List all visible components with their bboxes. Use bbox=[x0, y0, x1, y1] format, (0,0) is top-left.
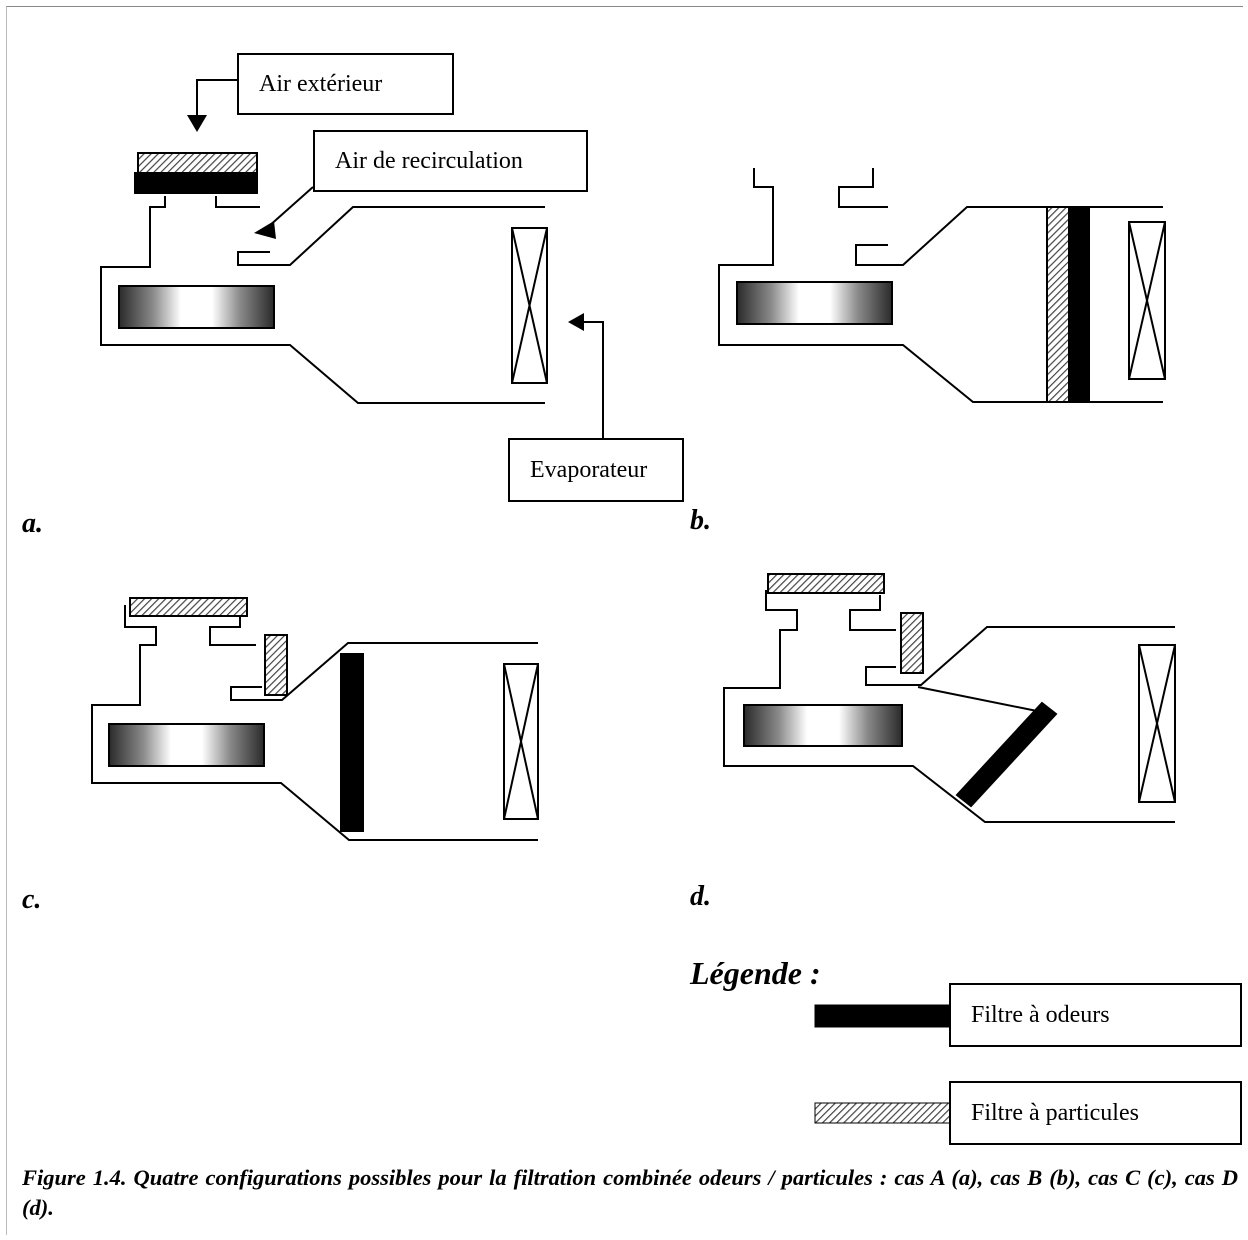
panel-c-odor-filter bbox=[340, 653, 364, 832]
panel-a-inlet-left bbox=[100, 196, 545, 404]
legend-odor-swatch bbox=[814, 1004, 952, 1028]
panel-a-diagram bbox=[100, 79, 604, 443]
label-air-recirculation: Air de recirculation bbox=[313, 130, 588, 192]
panel-d-particle-filter-side bbox=[900, 612, 924, 674]
panel-d-label: d. bbox=[690, 881, 711, 912]
panel-c-label: c. bbox=[22, 884, 42, 915]
panel-b-label: b. bbox=[690, 505, 711, 536]
panel-d-diagram bbox=[723, 573, 1176, 823]
panel-c-diagram bbox=[91, 597, 539, 841]
panel-b-diagram bbox=[718, 168, 1166, 403]
panel-a-particle-filter bbox=[137, 152, 258, 174]
legend-odor-filter-label: Filtre à odeurs bbox=[949, 983, 1242, 1047]
arrow-air-recirculation bbox=[267, 186, 314, 228]
legend-swatches bbox=[814, 1004, 952, 1124]
panel-c-particle-filter-side bbox=[264, 634, 288, 696]
arrow-evaporateur bbox=[582, 321, 604, 443]
legend-particle-swatch bbox=[814, 1102, 952, 1124]
panel-a-label: a. bbox=[22, 508, 43, 539]
panel-a-blower bbox=[118, 285, 275, 329]
label-evaporateur: Evaporateur bbox=[508, 438, 684, 502]
panel-b-odor-filter bbox=[1068, 206, 1090, 403]
legend-particle-filter-label: Filtre à particules bbox=[949, 1081, 1242, 1145]
label-air-exterieur: Air extérieur bbox=[237, 53, 454, 115]
panel-a-inlet-right bbox=[215, 196, 260, 208]
panel-b-particle-filter bbox=[1046, 206, 1070, 403]
arrow-air-exterieur bbox=[196, 79, 238, 118]
panel-d-particle-filter-top bbox=[767, 573, 885, 594]
legend-title: Légende : bbox=[690, 955, 821, 991]
panel-c-particle-filter-top bbox=[129, 597, 248, 617]
figure-caption: Figure 1.4. Quatre configurations possib… bbox=[22, 1165, 1238, 1220]
panel-a-housing bbox=[237, 206, 545, 266]
panel-d-odor-filter bbox=[955, 701, 1058, 808]
page-frame bbox=[6, 6, 1243, 1235]
panel-a-odor-filter bbox=[134, 172, 258, 194]
filtration-figure bbox=[91, 79, 1176, 1124]
